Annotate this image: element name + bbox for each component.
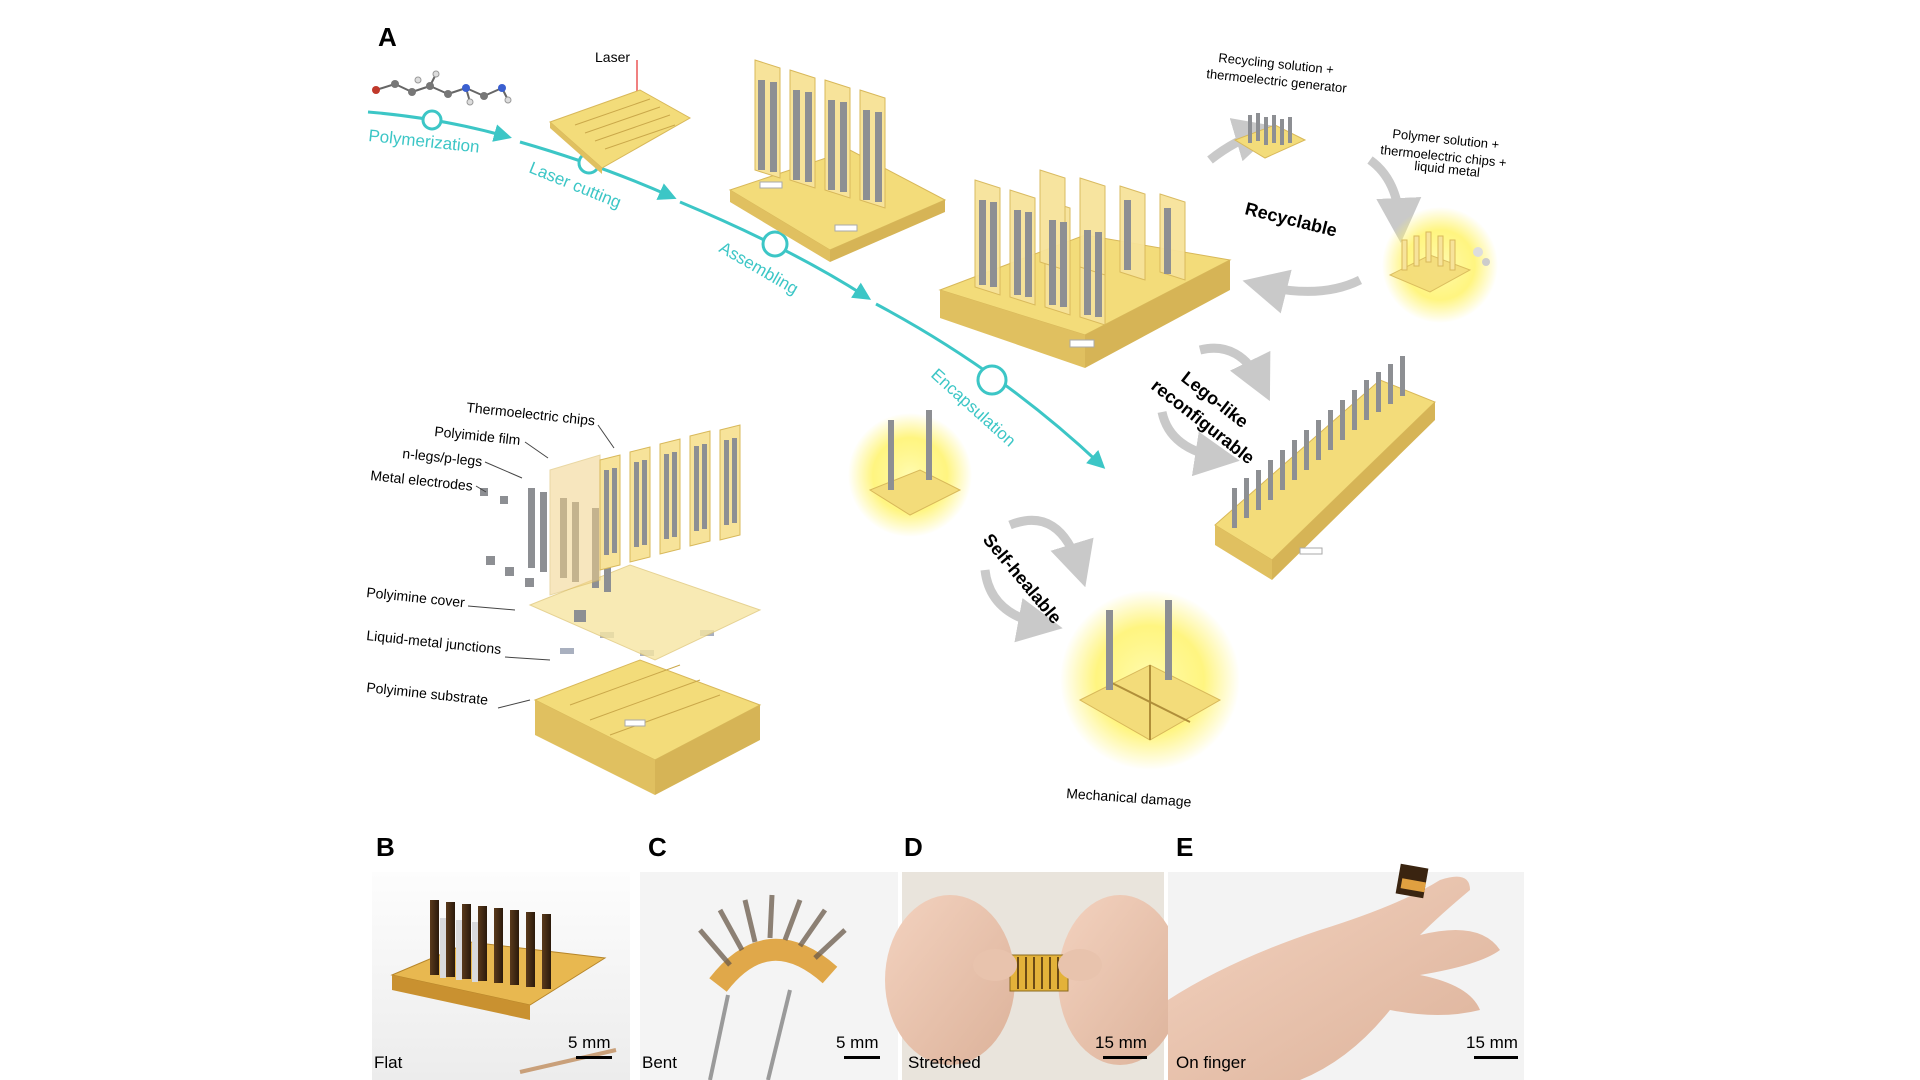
label-n-p-legs: n-legs/p-legs [402, 445, 483, 469]
recycle-cycle [1207, 113, 1498, 323]
photo-stretched [885, 872, 1182, 1080]
assembled-device [728, 59, 947, 262]
label-polyimine-substrate: Polyimine substrate [366, 679, 489, 708]
label-polyimine-cover: Polyimine cover [366, 584, 466, 610]
molecule-illustration [372, 70, 512, 106]
exploded-view [467, 424, 762, 795]
step-label-laser-cutting: Laser cutting [527, 158, 624, 212]
caption-bent: Bent [642, 1053, 677, 1072]
label-metal-electrodes: Metal electrodes [370, 467, 474, 494]
scale-bar-on-finger [1474, 1056, 1518, 1059]
reconfig-cycle [1157, 343, 1271, 477]
encapsulated-device [938, 169, 1232, 368]
scale-on-finger: 15 mm [1466, 1033, 1518, 1052]
caption-stretched: Stretched [908, 1053, 981, 1072]
scale-bar-stretched [1103, 1056, 1147, 1059]
laser-cut-sheet [549, 60, 692, 174]
caption-on-finger: On finger [1176, 1053, 1246, 1072]
step-label-assembling: Assembling [716, 238, 802, 298]
recycle-right-label-line3: liquid metal [1414, 158, 1481, 180]
laser-label: Laser [595, 49, 630, 65]
scale-flat: 5 mm [568, 1033, 611, 1052]
photo-on-finger [1168, 863, 1524, 1080]
mechanical-damage-label: Mechanical damage [1066, 785, 1192, 810]
panel-label-c: C [648, 832, 667, 862]
step-label-polymerization: Polymerization [368, 126, 481, 157]
panel-label-e: E [1176, 832, 1193, 862]
process-arrow [367, 109, 1106, 469]
label-thermoelectric-chips: Thermoelectric chips [466, 399, 596, 428]
panel-label-a: A [378, 22, 397, 52]
scale-bar-flat [576, 1056, 612, 1059]
photo-flat [372, 872, 630, 1080]
scale-stretched: 15 mm [1095, 1033, 1147, 1052]
label-polyimide-film: Polyimide film [434, 423, 522, 448]
label-liquid-metal-junctions: Liquid-metal junctions [366, 627, 502, 657]
scale-bar-bent [844, 1056, 880, 1059]
selfheal-illustration [848, 410, 1240, 770]
panel-label-d: D [904, 832, 923, 862]
step-node-4 [976, 364, 1008, 396]
caption-flat: Flat [374, 1053, 403, 1072]
scale-bent: 5 mm [836, 1033, 879, 1052]
photo-bent [640, 872, 898, 1080]
step-node-3 [761, 230, 789, 258]
recycle-title: Recyclable [1243, 198, 1339, 240]
panel-label-b: B [376, 832, 395, 862]
reconfigured-device [1214, 356, 1436, 580]
selfheal-title: Self-healable [979, 530, 1066, 628]
step-node-1 [421, 109, 443, 131]
